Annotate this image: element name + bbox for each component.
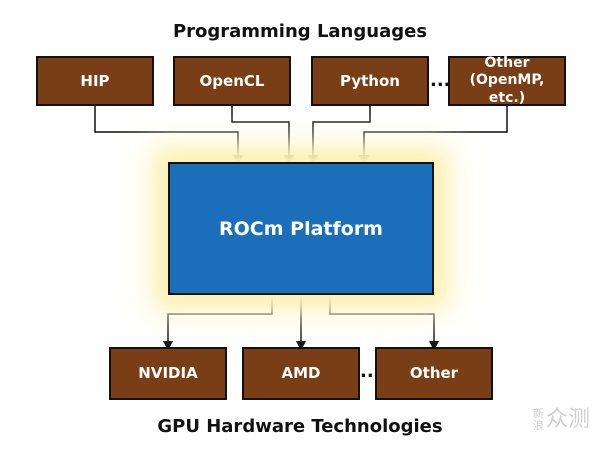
opencl-label: OpenCL	[199, 71, 265, 90]
python-connector	[308, 106, 371, 165]
python-label: Python	[340, 71, 400, 90]
nvidia-connector	[163, 295, 273, 351]
gpu-hardware-title: GPU Hardware Technologies	[157, 416, 443, 437]
programming-languages-title: Programming Languages	[172, 21, 428, 42]
watermark-text: 众测	[545, 407, 590, 432]
hip-label: HIP	[80, 71, 110, 90]
watermark-char-2: 浪	[532, 419, 544, 433]
watermark-char-1: 新	[532, 407, 544, 420]
hardware-box-other: Other	[375, 347, 493, 400]
rocm-platform-box: ROCm Platform	[168, 162, 434, 295]
hardware-box-nvidia: NVIDIA	[109, 347, 227, 400]
opencl-connector	[231, 106, 294, 165]
languages-ellipsis: ...	[430, 70, 451, 91]
language-box-other: Other (OpenMP, etc.)	[448, 54, 566, 106]
rocm-platform-label: ROCm Platform	[219, 217, 383, 240]
hardware-box-amd: AMD	[242, 347, 360, 400]
language-box-python: Python	[311, 56, 429, 106]
amd-label: AMD	[281, 364, 321, 383]
other-hardware-label: Other	[409, 364, 459, 383]
other-language-label: Other	[484, 54, 530, 71]
other-language-connector	[359, 106, 508, 165]
other-language-sublabel: (OpenMP, etc.)	[469, 72, 545, 106]
language-box-hip: HIP	[36, 56, 154, 106]
watermark: 新 浪 众测	[532, 407, 590, 433]
hip-connector	[94, 106, 243, 165]
language-box-opencl: OpenCL	[173, 56, 291, 106]
other-hardware-connector	[329, 295, 439, 351]
nvidia-label: NVIDIA	[138, 364, 198, 383]
